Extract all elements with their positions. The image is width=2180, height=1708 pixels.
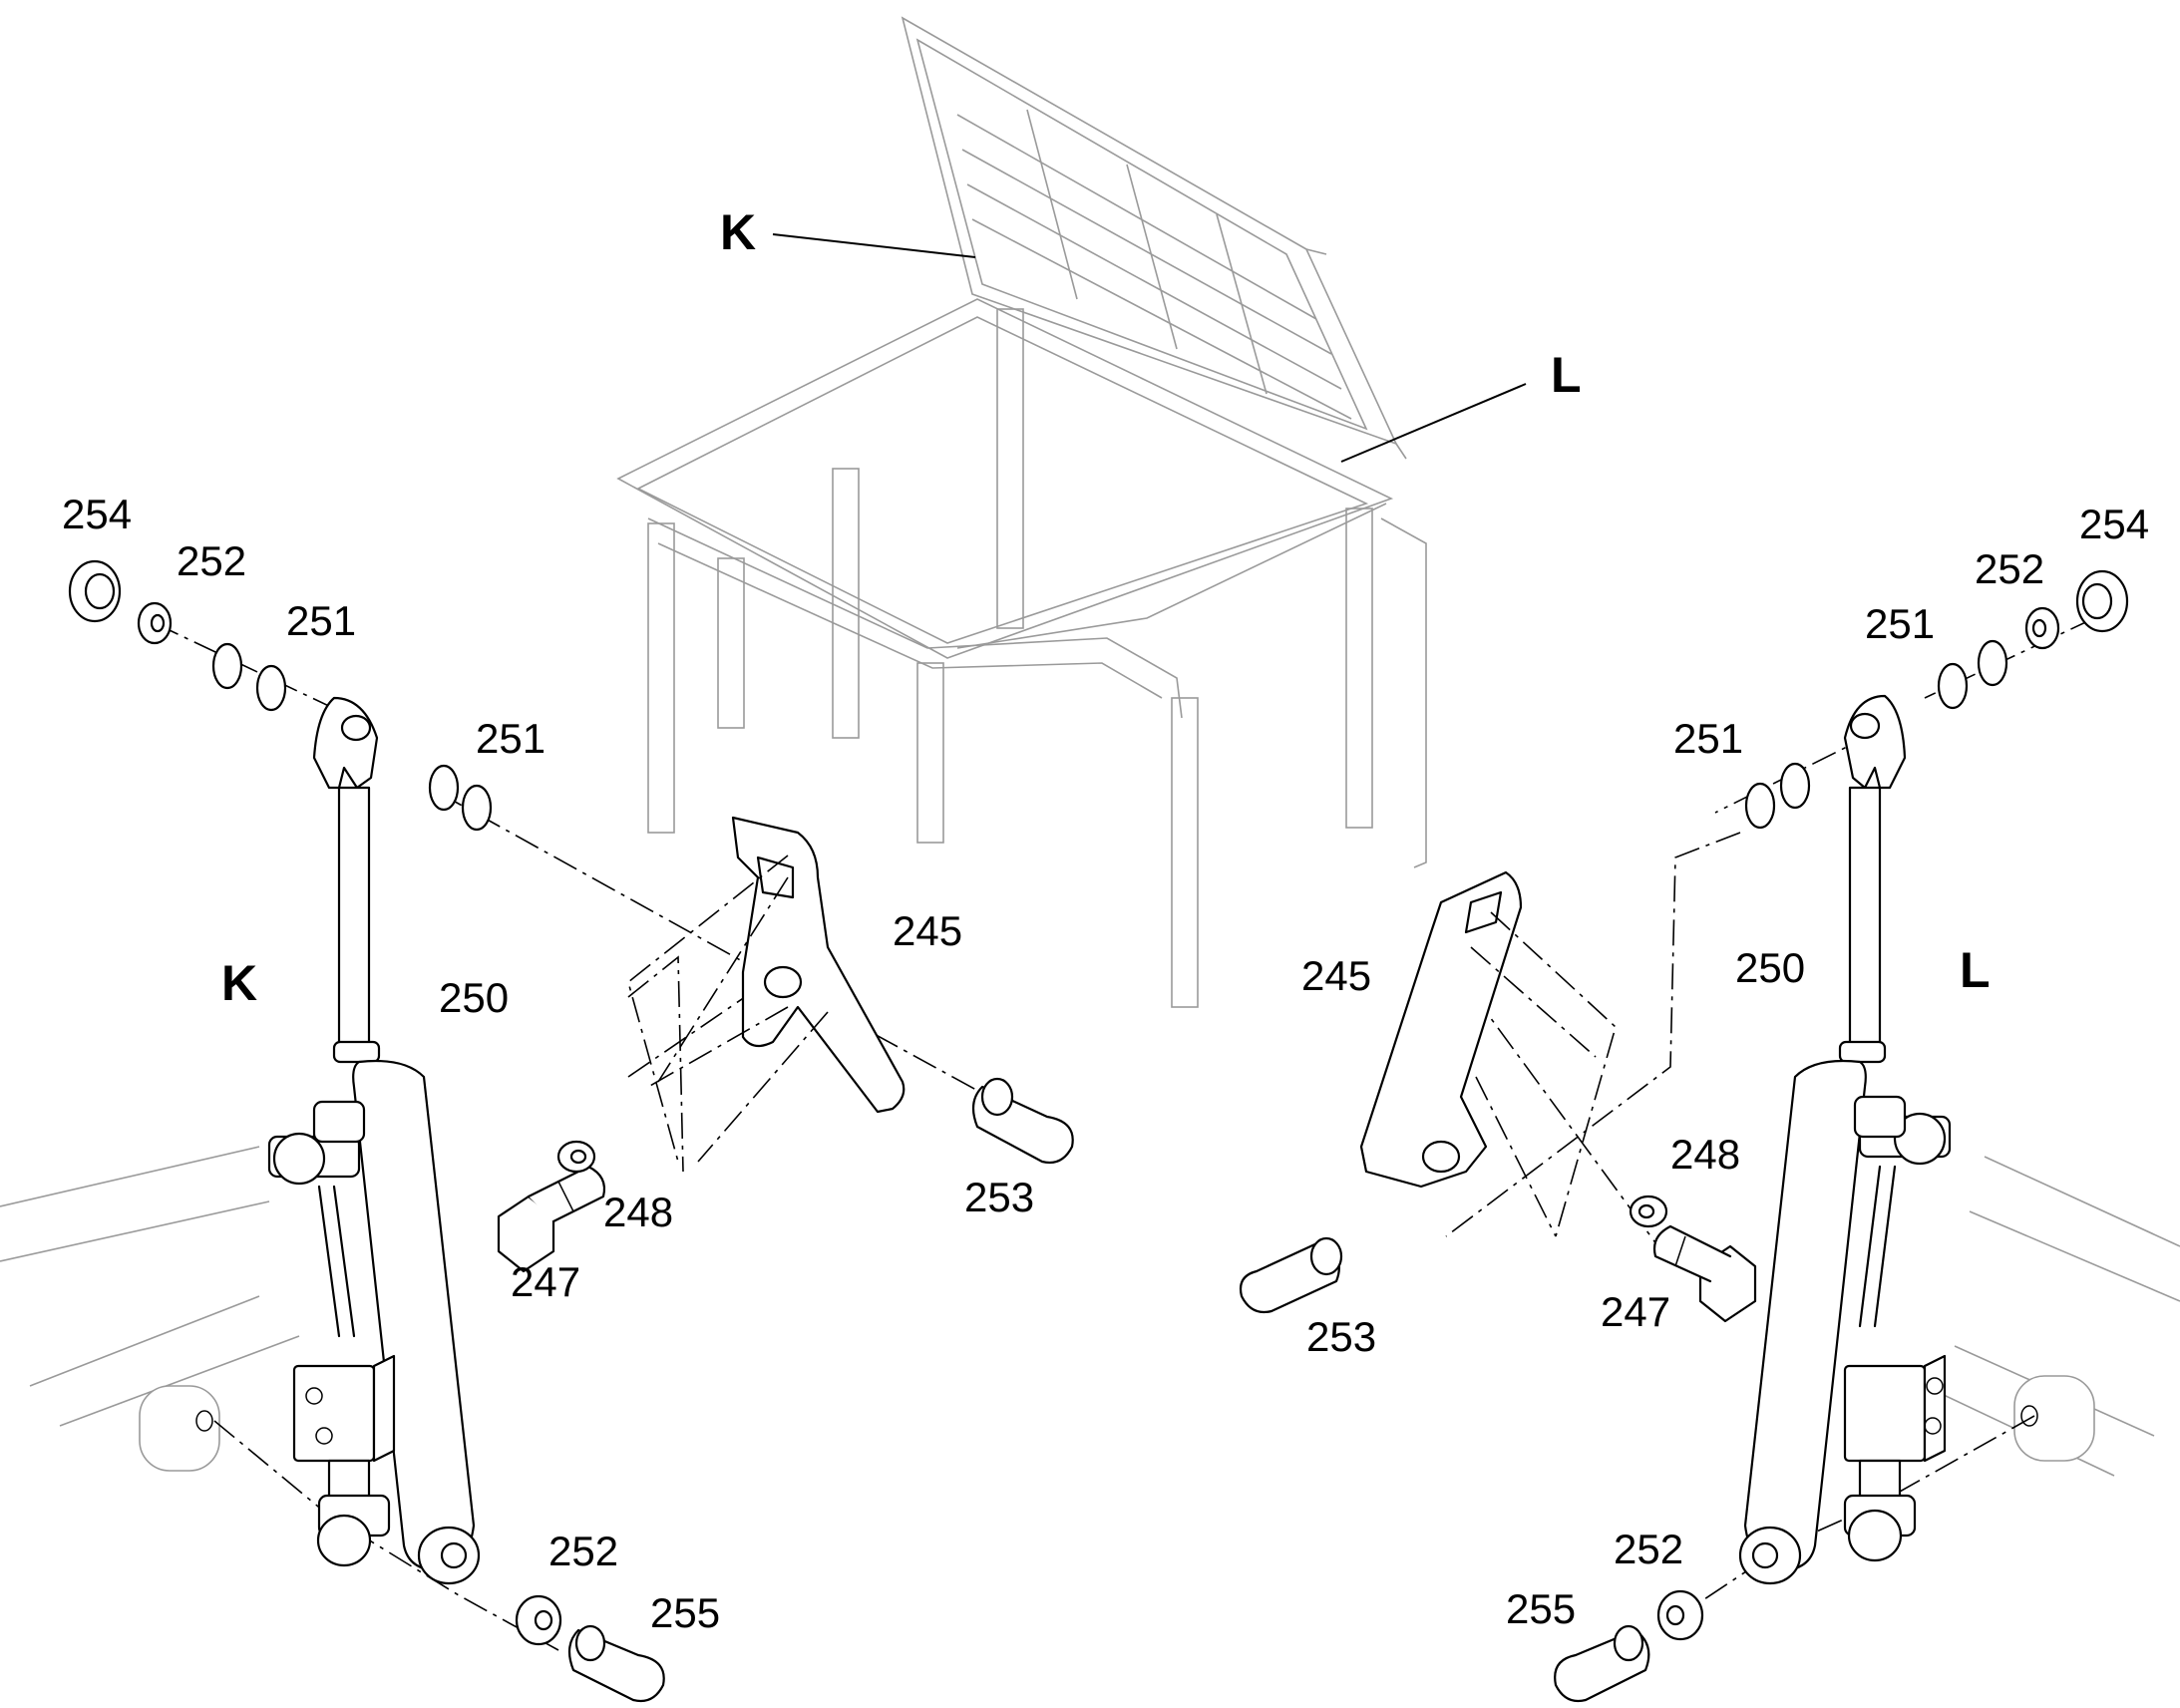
right-washer-252 [2024, 606, 2060, 650]
left-pin-255 [567, 1624, 665, 1703]
left-washer-248 [556, 1140, 596, 1174]
label-K-side: K [221, 955, 257, 1011]
label-right-253: 253 [1306, 1313, 1376, 1360]
right-bracket-245 [1359, 870, 1617, 1237]
left-bracket-245 [627, 816, 906, 1163]
left-washer-252 [137, 601, 173, 645]
label-left-251-mid: 251 [476, 715, 545, 762]
label-left-252-bottom: 252 [548, 1528, 618, 1574]
left-pin-253 [971, 1077, 1074, 1165]
right-circlips-251-mid [1744, 762, 1811, 830]
left-nut-254 [68, 559, 122, 623]
table-frame-assembly [0, 16, 2180, 1477]
label-right-247: 247 [1601, 1288, 1670, 1335]
label-right-251-mid: 251 [1673, 715, 1743, 762]
label-left-251-top: 251 [286, 597, 356, 644]
label-right-248: 248 [1670, 1131, 1740, 1178]
label-left-250: 250 [439, 974, 509, 1021]
left-circlips-251-top [211, 642, 287, 712]
right-pin-253 [1239, 1236, 1343, 1314]
left-bolt-247 [497, 1165, 606, 1273]
label-left-254: 254 [62, 491, 132, 537]
label-left-255: 255 [650, 1589, 720, 1636]
label-left-248: 248 [603, 1189, 673, 1235]
right-bolt-247 [1652, 1224, 1757, 1323]
label-K-frame: K [720, 204, 756, 260]
right-pin-255 [1554, 1624, 1650, 1703]
leader-L [1340, 383, 1527, 463]
label-left-247: 247 [511, 1258, 580, 1305]
label-right-251-top: 251 [1865, 600, 1935, 647]
label-right-250: 250 [1735, 944, 1805, 991]
label-L-side: L [1960, 942, 1991, 998]
label-right-252-bottom: 252 [1614, 1526, 1683, 1572]
label-left-252-top: 252 [177, 537, 246, 584]
right-circlips-251-top [1937, 639, 2008, 710]
right-washer-252-bottom [1656, 1589, 1704, 1641]
label-right-252-top: 252 [1975, 545, 2044, 592]
left-washer-252-bottom [515, 1594, 562, 1646]
right-nut-254 [2075, 569, 2129, 633]
label-left-253: 253 [964, 1174, 1034, 1220]
left-circlips-251-mid [428, 764, 493, 832]
label-right-255: 255 [1506, 1585, 1576, 1632]
label-right-245: 245 [1301, 952, 1371, 999]
leader-K [772, 233, 976, 258]
right-cylinder-250 [1738, 694, 1952, 1585]
right-washer-248 [1629, 1195, 1668, 1228]
left-cylinder-250 [267, 696, 481, 1585]
label-right-254: 254 [2079, 501, 2149, 547]
label-L-frame: L [1551, 347, 1582, 403]
label-left-245: 245 [893, 907, 962, 954]
